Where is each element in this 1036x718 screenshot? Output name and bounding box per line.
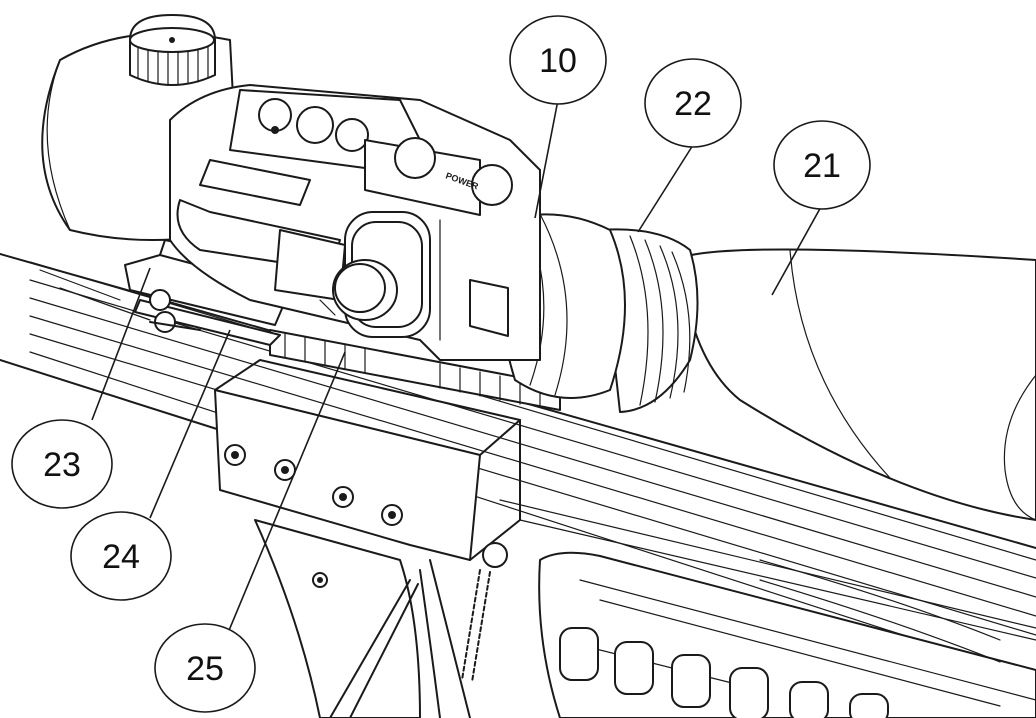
callout-label-22: 22 (674, 85, 712, 123)
callout-25: 25 (154, 623, 256, 713)
callout-label-25: 25 (186, 650, 224, 688)
bipod (214, 359, 521, 718)
callout-21: 21 (773, 120, 871, 210)
callout-24: 24 (70, 511, 172, 601)
callout-23: 23 (11, 419, 113, 509)
callout-label-10: 10 (539, 42, 577, 80)
picatinny-rail (269, 329, 561, 411)
callout-label-21: 21 (803, 147, 841, 185)
callout-22: 22 (644, 58, 742, 148)
callout-10: 10 (509, 15, 607, 105)
callout-label-23: 23 (43, 446, 81, 484)
device-body: POWER (169, 84, 541, 361)
forend (499, 499, 1036, 718)
scope-tube (679, 248, 1036, 521)
callout-label-24: 24 (102, 538, 140, 576)
callout-leaders (91, 99, 823, 641)
